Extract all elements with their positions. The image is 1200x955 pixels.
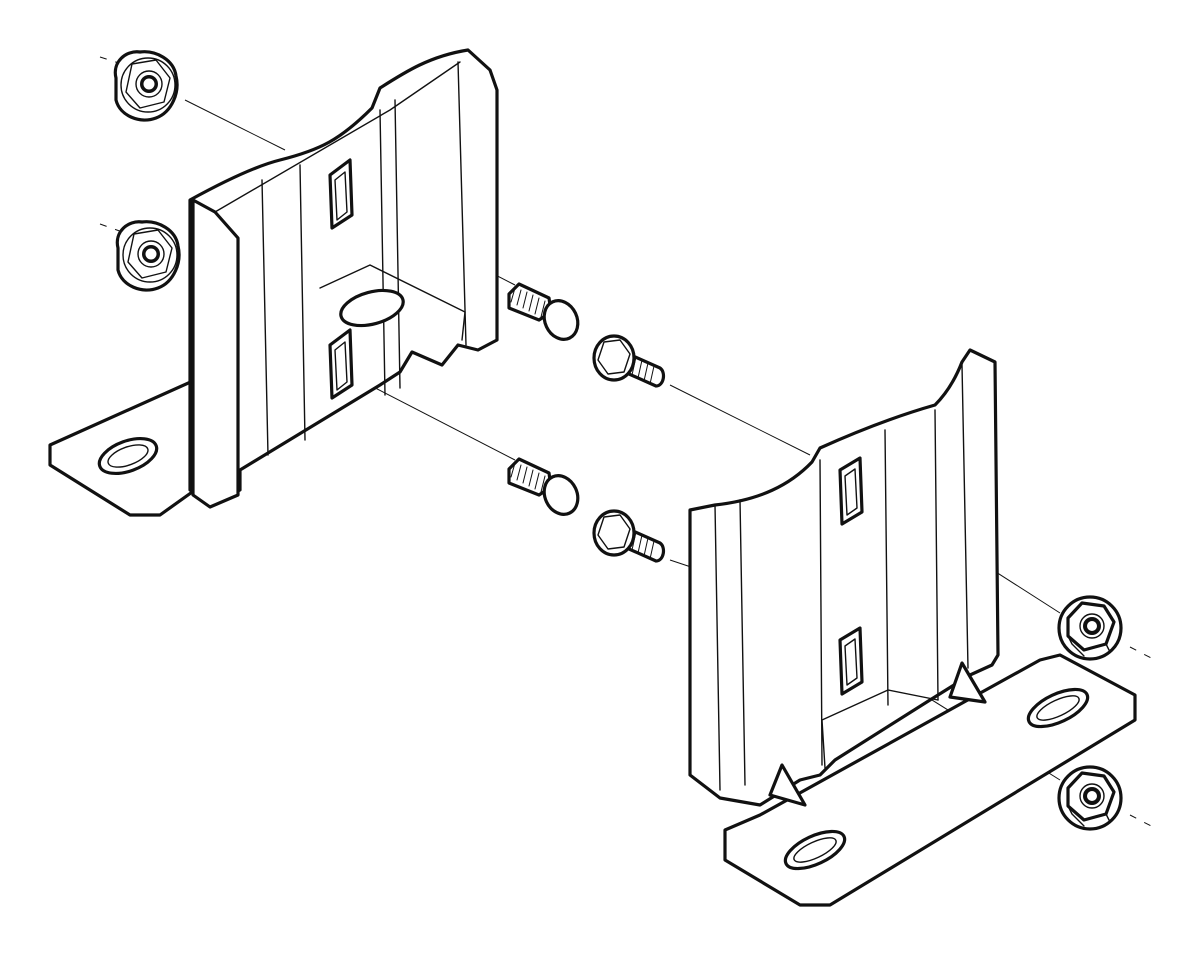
- upper-carriage-bolt: [507, 282, 586, 347]
- right-bracket-stiffener-back: [948, 661, 987, 704]
- right-bracket-stiffener-front: [768, 763, 807, 807]
- right-foot-slot-front: [783, 829, 847, 871]
- lower-carriage-bolt: [507, 457, 586, 522]
- right-bracket-slot-upper: [838, 456, 864, 526]
- upper-hex-bolt: [592, 334, 666, 388]
- lower-hex-bolt: [592, 509, 666, 563]
- left-bracket: [48, 48, 499, 517]
- left-foot-slot: [97, 436, 159, 476]
- right-lower-hex-nut: [1057, 765, 1123, 831]
- left-lower-flange-nut: [115, 220, 181, 292]
- right-bracket-slot-lower: [838, 626, 864, 696]
- left-upper-flange-nut: [113, 50, 179, 122]
- right-bracket-main-plate: [688, 348, 1000, 807]
- left-bracket-front-flange: [191, 198, 240, 509]
- right-bracket: [688, 348, 1137, 907]
- right-foot-slot-back: [1026, 687, 1090, 729]
- right-upper-hex-nut: [1057, 595, 1123, 661]
- left-bracket-hole: [339, 288, 405, 328]
